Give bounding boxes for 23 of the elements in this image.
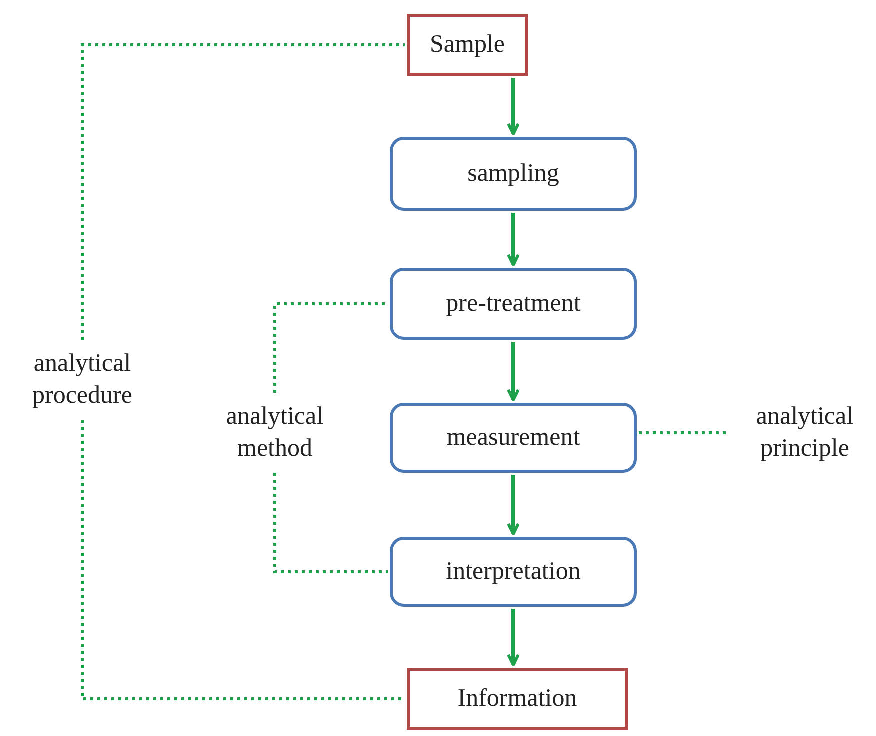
box-label: measurement [446, 422, 580, 453]
arrow [507, 213, 520, 266]
arrow [507, 609, 520, 666]
process-box [390, 403, 637, 473]
arrow [507, 342, 520, 402]
terminal-box [407, 668, 628, 730]
box-label: interpretation [446, 556, 581, 587]
box-label: Sample [430, 30, 505, 60]
dotted-connector [274, 473, 388, 574]
annotation-label: analytical method [225, 402, 325, 464]
annotation-label: analytical principle [755, 402, 855, 464]
dotted-connector [81, 44, 405, 340]
box-label: sampling [468, 158, 560, 189]
process-box [390, 537, 637, 607]
process-box [390, 137, 637, 211]
dotted-connector [274, 302, 388, 393]
arrow [507, 78, 520, 136]
process-box [390, 268, 637, 340]
annotation-label: analytical procedure [32, 348, 134, 411]
arrow [507, 475, 520, 536]
box-label: pre-treatment [446, 288, 581, 319]
box-label: Information [458, 684, 578, 714]
terminal-box [407, 14, 528, 76]
